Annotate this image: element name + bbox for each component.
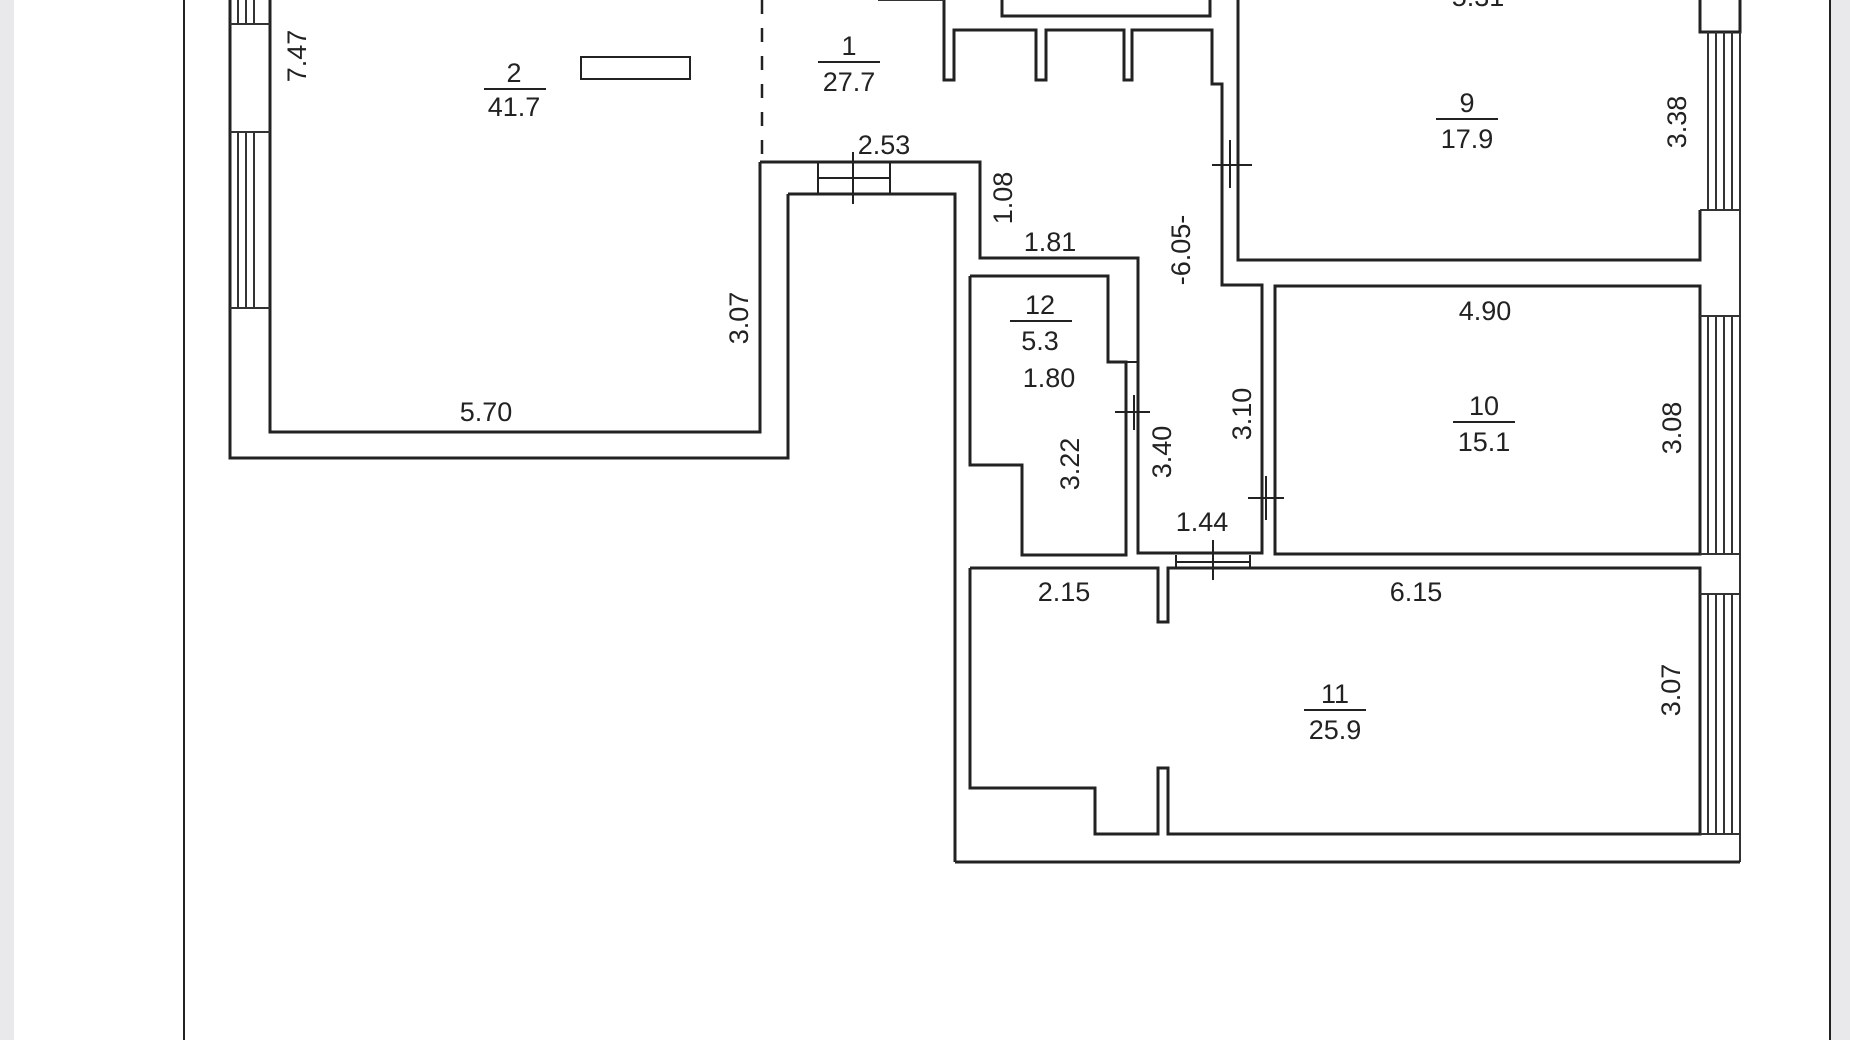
dimension-label: 1.80 [1023, 363, 1076, 393]
room-label-10: 10 15.1 [1453, 391, 1515, 457]
dimension-label: 1.44 [1176, 507, 1229, 537]
dimension-label: 3.10 [1227, 388, 1257, 441]
room-label-1: 1 27.7 [818, 31, 880, 97]
room-area: 5.3 [1021, 326, 1059, 356]
room-area: 27.7 [823, 67, 876, 97]
dimension-label: 3.07 [724, 292, 754, 345]
room-area: 41.7 [488, 92, 541, 122]
dimension-label: 1.81 [1024, 227, 1077, 257]
room-label-2: 2 41.7 [484, 58, 546, 122]
room-area: 17.9 [1441, 124, 1494, 154]
room-number: 12 [1025, 290, 1055, 320]
dimension-labels: 5.31 7.47 2.53 1.08 1.81 -6.05- 3.07 5.7… [282, 0, 1692, 716]
dimension-label: 2.15 [1038, 577, 1091, 607]
room-number: 9 [1459, 88, 1474, 118]
room-12-walls [968, 274, 1150, 557]
room-9-walls [1212, 0, 1742, 287]
room-number: 11 [1321, 679, 1349, 709]
dimension-label: 2.53 [858, 130, 911, 160]
dimension-label: 3.08 [1657, 402, 1687, 455]
page-sheet [14, 0, 1830, 1040]
dimension-label: 3.22 [1055, 438, 1085, 491]
room-number: 2 [506, 58, 521, 88]
dimension-label: 3.40 [1147, 426, 1177, 479]
dimension-label: 5.70 [460, 397, 513, 427]
room-label-11: 11 25.9 [1304, 679, 1366, 745]
dimension-label: -6.05- [1166, 215, 1196, 286]
dimension-label: 3.07 [1656, 664, 1686, 717]
room-label-9: 9 17.9 [1436, 88, 1498, 154]
room-label-12: 12 5.3 [1010, 290, 1072, 356]
dimension-label: 7.47 [282, 30, 312, 83]
room-11-walls [955, 540, 1740, 864]
room-10-walls [1248, 210, 1741, 862]
room-area: 25.9 [1309, 715, 1362, 745]
dimension-label: 4.90 [1459, 296, 1512, 326]
dimension-label: 3.38 [1662, 96, 1692, 149]
room-1-walls [760, 0, 1264, 862]
room-2-walls [228, 0, 790, 460]
dimension-label: 1.08 [988, 172, 1018, 225]
dimension-label: 6.15 [1390, 577, 1443, 607]
dimension-label: 5.31 [1452, 0, 1505, 12]
room-area: 15.1 [1458, 427, 1511, 457]
room-number: 10 [1469, 391, 1499, 421]
room-number: 1 [841, 31, 856, 61]
